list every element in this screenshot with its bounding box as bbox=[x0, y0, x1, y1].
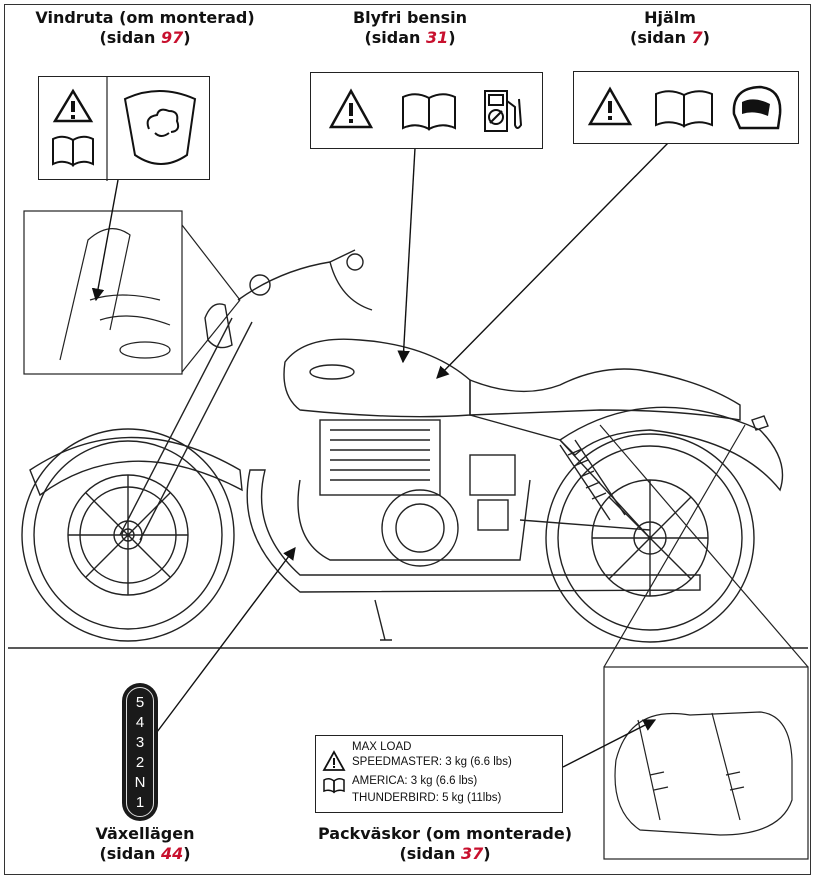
front-fender bbox=[29, 436, 243, 497]
warning-icon bbox=[587, 86, 633, 126]
max-load-thunderbird: THUNDERBIRD: 5 kg (11lbs) bbox=[352, 792, 502, 804]
exhaust-pipe bbox=[246, 469, 701, 593]
helmet-page-ref: (sidan 7) bbox=[630, 28, 710, 47]
helmet-icons bbox=[587, 85, 782, 130]
seat bbox=[469, 368, 741, 421]
max-load-label: MAX LOAD SPEEDMASTER: 3 kg (6.6 lbs) AME… bbox=[315, 735, 563, 813]
max-load-heading: MAX LOAD bbox=[352, 741, 412, 753]
engine-cylinders bbox=[319, 419, 441, 496]
callout-arrows bbox=[91, 142, 669, 768]
windscreen-label: Vindruta (om monterad) (sidan 97) bbox=[10, 8, 280, 48]
fuel-page-ref: (sidan 31) bbox=[364, 28, 456, 47]
manual-icon bbox=[402, 93, 456, 131]
warning-icon bbox=[322, 750, 346, 771]
gear-position-indicator: 5 4 3 2 N 1 bbox=[122, 683, 158, 821]
panniers-title: Packväskor (om monterade) bbox=[317, 824, 573, 843]
max-load-speedmaster: SPEEDMASTER: 3 kg (6.6 lbs) bbox=[352, 756, 512, 768]
front-wheel bbox=[21, 428, 235, 642]
fuel-title: Blyfri bensin bbox=[352, 8, 468, 27]
helmet-title: Hjälm bbox=[644, 8, 696, 27]
gear-3: 3 bbox=[135, 734, 145, 751]
gears-page-ref: (sidan 44) bbox=[99, 844, 191, 863]
max-load-icons bbox=[322, 750, 346, 794]
fuel-label: Blyfri bensin (sidan 31) bbox=[300, 8, 520, 48]
max-load-america: AMERICA: 3 kg (6.6 lbs) bbox=[352, 775, 478, 787]
page-border bbox=[4, 4, 811, 875]
warning-icon bbox=[328, 88, 374, 129]
headlight bbox=[204, 303, 233, 349]
tail-light bbox=[751, 415, 769, 431]
windscreen-title: Vindruta (om monterad) bbox=[35, 8, 255, 27]
helmet-icon-panel bbox=[573, 71, 799, 144]
rear-fender bbox=[558, 406, 784, 492]
windscreen-page-ref: (sidan 97) bbox=[99, 28, 191, 47]
manual-icon bbox=[655, 90, 713, 128]
windscreen-cleaning-icon bbox=[123, 90, 197, 165]
fuel-icons bbox=[328, 88, 523, 132]
windscreen-icon-panel bbox=[38, 76, 210, 181]
gear-1: 1 bbox=[135, 794, 145, 811]
manual-icon bbox=[323, 777, 345, 794]
fuel-icon-panel bbox=[310, 72, 543, 149]
helmet-icon bbox=[732, 85, 782, 130]
front-fork bbox=[119, 317, 253, 541]
gear-2: 2 bbox=[135, 754, 145, 771]
gear-indicator-border bbox=[126, 687, 154, 817]
panniers-label: Packväskor (om monterade) (sidan 37) bbox=[300, 824, 590, 864]
gear-4: 4 bbox=[135, 714, 145, 731]
fuel-pump-icon bbox=[484, 90, 523, 132]
panniers-page-ref: (sidan 37) bbox=[399, 844, 491, 863]
warning-icon bbox=[52, 88, 94, 123]
windscreen-icons bbox=[52, 77, 197, 181]
gear-neutral: N bbox=[134, 774, 146, 791]
gear-5: 5 bbox=[135, 694, 145, 711]
windscreen-inset-lines bbox=[23, 210, 241, 375]
handlebar bbox=[237, 249, 373, 311]
engine-cover bbox=[381, 489, 459, 567]
fuel-tank bbox=[283, 338, 471, 418]
gears-label: Växellägen (sidan 44) bbox=[60, 824, 230, 864]
helmet-label: Hjälm (sidan 7) bbox=[600, 8, 740, 48]
rear-shock bbox=[559, 439, 626, 521]
manual-icon bbox=[52, 135, 94, 167]
side-stand bbox=[374, 599, 392, 641]
gears-title: Växellägen bbox=[95, 824, 195, 843]
pannier-inset-lines bbox=[599, 424, 809, 860]
